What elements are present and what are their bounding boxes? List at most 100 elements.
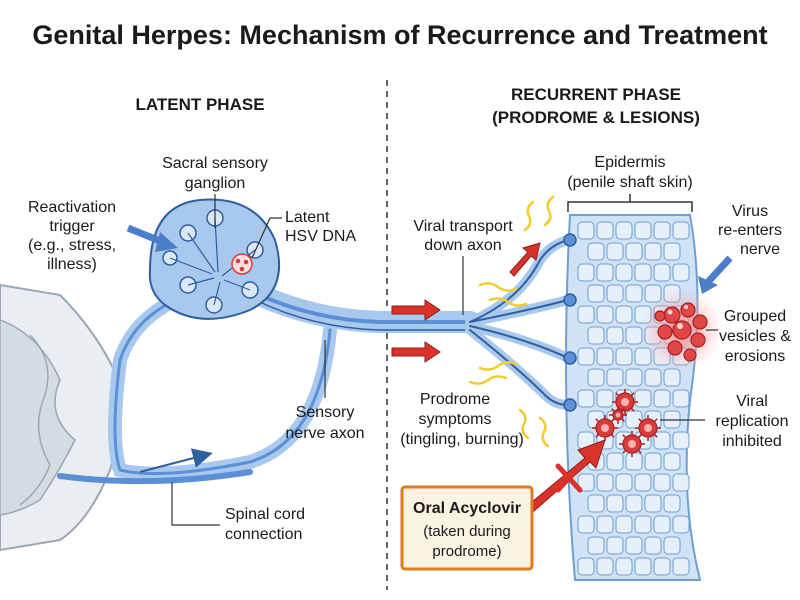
skin-cell [596,515,614,534]
skin-cell [625,452,643,471]
axon-label-line1: Sensory [296,404,355,421]
skin-cell [625,494,643,513]
reenter-label-line1: Virus [732,203,768,220]
grouped-vesicles [654,302,708,362]
skin-cell [644,494,662,513]
skin-cell [625,536,643,555]
replication-label-line1: Viral [736,393,768,410]
skin-cell [653,389,671,408]
skin-cell [577,473,595,492]
skin-cell [596,305,614,324]
recurrent-phase-heading-line2: (PRODROME & LESIONS) [492,108,700,127]
reenter-arrow [705,255,733,285]
skin-cell [644,368,662,387]
reenter-label-line2: re-enters [718,222,782,239]
skin-cell [577,515,595,534]
acyclovir-note-line2: prodrome) [432,543,501,560]
skin-cell [596,557,614,576]
skin-cell [634,515,652,534]
diagram-title: Genital Herpes: Mechanism of Recurrence … [32,20,767,50]
latent-phase-heading: LATENT PHASE [135,95,264,114]
ganglion-label-line1: Sacral sensory [162,155,268,172]
trigger-label-line3: (e.g., stress, [28,237,116,254]
vesicles-label-line3: erosions [725,348,785,365]
skin-cell [596,347,614,366]
skin-cell [587,536,605,555]
prodrome-label-line3: (tingling, burning) [400,431,524,448]
skin-cell [587,494,605,513]
skin-cell [577,347,595,366]
skin-cell [653,431,671,450]
transport-label-line2: down axon [424,237,501,254]
nerve-endings [563,233,577,412]
prodrome-label-line1: Prodrome [420,391,490,408]
epidermis-label-line1: Epidermis [594,154,665,171]
trigger-label-line2: trigger [49,218,95,235]
skin-cell [596,263,614,282]
epidermis-tissue [565,214,702,581]
trigger-label-line1: Reactivation [28,199,116,216]
virus-icon [635,415,661,441]
skin-cell [606,284,624,303]
skin-cell [587,284,605,303]
skin-cell [653,263,671,282]
skin-cell [606,326,624,345]
vesicles-label-line2: vesicles & [719,328,791,345]
skin-cell [672,263,690,282]
acyclovir-drug-label: Oral Acyclovir [413,500,521,517]
skin-cell [672,431,690,450]
skin-cell [577,263,595,282]
ganglion-label-line2: ganglion [185,175,246,192]
latent-dna-label-line2: HSV DNA [285,228,356,245]
spinal-leader [171,482,220,526]
skin-cell [634,557,652,576]
recurrent-phase-heading-line1: RECURRENT PHASE [511,85,681,104]
skin-cell [672,515,690,534]
skin-cell [615,515,633,534]
skin-cell [615,221,633,240]
skin-cell [625,368,643,387]
skin-cell [625,326,643,345]
skin-cell [606,368,624,387]
trigger-label-line4: illness) [47,256,97,273]
spinal-direction-arrow [139,448,213,473]
acyclovir-arrow [519,439,606,519]
skin-cell [587,242,605,261]
viral-transport-arrows [391,242,541,363]
skin-cell [577,305,595,324]
reenter-label-line3: nerve [740,241,780,258]
skin-cell [634,263,652,282]
skin-cell [653,473,671,492]
spinal-label-line2: connection [225,526,302,543]
skin-cell [653,221,671,240]
replication-label-line3: inhibited [722,433,782,450]
skin-cell [663,242,681,261]
skin-cell [606,494,624,513]
skin-cell [653,557,671,576]
skin-cell [634,389,652,408]
spinal-cord [0,283,120,552]
skin-cell [672,221,690,240]
skin-cell [644,536,662,555]
skin-cell [663,452,681,471]
virus-icon [609,406,627,424]
skin-cell [596,389,614,408]
skin-cell [634,473,652,492]
axon-label-line2: nerve axon [285,425,364,442]
skin-cell [672,557,690,576]
tingle-squiggles [468,195,555,448]
acyclovir-note-line1: (taken during [423,523,511,540]
nerve-branches [465,235,573,410]
skin-cell [615,557,633,576]
skin-cell [615,347,633,366]
skin-cell [606,242,624,261]
skin-cell [615,305,633,324]
skin-cell [606,452,624,471]
skin-cell [625,242,643,261]
vesicles-label-line1: Grouped [724,308,786,325]
block-x-icon [555,463,583,493]
skin-cell [615,263,633,282]
skin-cell [644,452,662,471]
